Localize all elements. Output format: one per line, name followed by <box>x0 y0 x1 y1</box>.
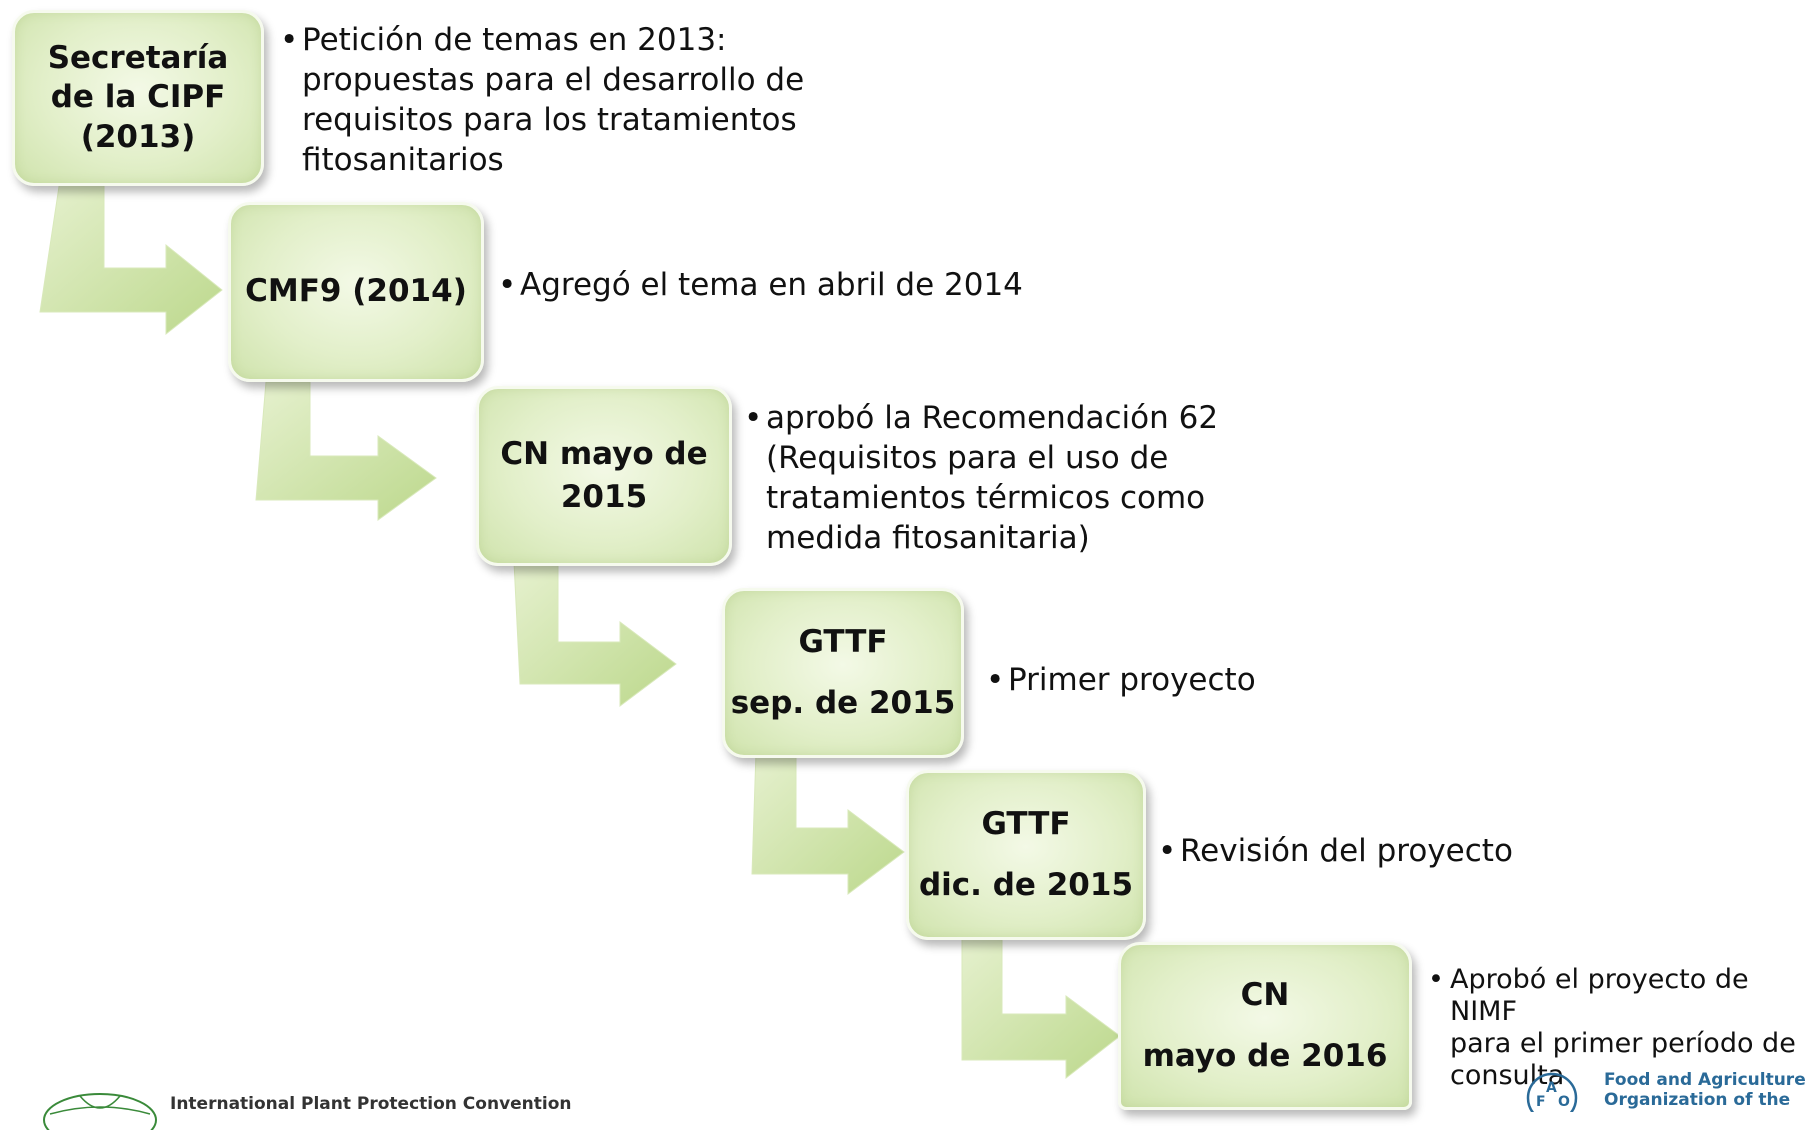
step-note-2: • Agregó el tema en abril de 2014 <box>498 265 1023 305</box>
step-box-2-line-1: CMF9 (2014) <box>245 273 467 310</box>
step-note-3-line-1: aprobó la Recomendación 62 <box>766 400 1219 436</box>
step-box-2: CMF9 (2014) <box>228 202 484 382</box>
step-box-6: CN mayo de 2016 <box>1118 942 1412 1110</box>
step-note-3-line-3: tratamientos térmicos como <box>766 480 1206 516</box>
step-box-3: CN mayo de 2015 <box>476 386 732 566</box>
step-note-6-line-1: Aprobó el proyecto de NIMF <box>1450 964 1749 1027</box>
step-note-2-line-1: Agregó el tema en abril de 2014 <box>520 267 1023 303</box>
step-box-1-line-1: Secretaría <box>47 39 229 76</box>
arrow-4 <box>751 751 905 895</box>
step-box-4-line-1: GTTF <box>798 623 888 660</box>
fao-name: Food and Agriculture Organization of the <box>1604 1070 1806 1110</box>
step-note-4-line-1: Primer proyecto <box>1008 662 1256 698</box>
step-note-4: • Primer proyecto <box>986 660 1256 700</box>
fao-letter-o: O <box>1558 1094 1570 1110</box>
step-note-5: • Revisión del proyecto <box>1158 831 1513 871</box>
step-note-1-line-1: Petición de temas en 2013: <box>302 22 727 58</box>
step-note-5-line-1: Revisión del proyecto <box>1180 833 1513 869</box>
step-note-3: • aprobó la Recomendación 62 (Requisitos… <box>744 398 1219 558</box>
fao-letter-a: A <box>1546 1080 1557 1096</box>
step-note-6: • Aprobó el proyecto de NIMF para el pri… <box>1428 964 1818 1092</box>
step-note-1-line-3: requisitos para los tratamientos <box>302 102 797 138</box>
step-box-4-line-2: sep. de 2015 <box>730 685 956 721</box>
step-box-6-line-2: mayo de 2016 <box>1142 1038 1388 1074</box>
step-note-1-line-2: propuestas para el desarrollo de <box>302 62 805 98</box>
step-note-6-line-2: para el primer período de <box>1450 1028 1796 1059</box>
bullet-icon: • <box>986 662 1005 698</box>
step-note-1: • Petición de temas en 2013: propuestas … <box>280 20 805 180</box>
ippc-globe-icon <box>43 1093 157 1130</box>
fao-letter-f: F <box>1536 1094 1546 1110</box>
step-box-5-line-2: dic. de 2015 <box>918 867 1134 903</box>
bullet-icon: • <box>1428 964 1444 995</box>
step-box-1: Secretaría de la CIPF (2013) <box>12 10 264 186</box>
step-box-4: GTTF sep. de 2015 <box>722 588 964 758</box>
arrow-1 <box>39 179 223 336</box>
fao-name-line-2: Organization of the <box>1604 1090 1791 1110</box>
step-box-6-line-1: CN <box>1240 976 1290 1013</box>
step-box-3-line-1: CN mayo de <box>500 435 708 472</box>
step-box-3-line-2: 2015 <box>560 479 648 515</box>
step-box-5-line-1: GTTF <box>981 805 1071 842</box>
step-note-3-line-4: medida fitosanitaria) <box>766 520 1090 556</box>
step-note-3-line-2: (Requisitos para el uso de <box>766 440 1169 476</box>
bullet-icon: • <box>744 400 763 436</box>
bullet-icon: • <box>1158 833 1177 869</box>
step-box-1-line-3: (2013) <box>80 118 196 155</box>
fao-logo: F A O Food and Agriculture Organization … <box>1520 1068 1818 1112</box>
bullet-icon: • <box>280 22 299 58</box>
arrow-2 <box>255 381 437 521</box>
bullet-icon: • <box>498 267 517 303</box>
step-note-1-line-4: fitosanitarios <box>302 142 504 178</box>
fao-emblem-icon: F A O <box>1526 1072 1578 1112</box>
ippc-name: International Plant Protection Conventio… <box>170 1094 572 1114</box>
step-box-1-line-2: de la CIPF <box>50 79 226 116</box>
step-box-5: GTTF dic. de 2015 <box>906 770 1146 940</box>
arrow-5 <box>961 933 1121 1080</box>
arrow-3 <box>513 561 677 707</box>
fao-name-line-1: Food and Agriculture <box>1604 1070 1806 1090</box>
ippc-logo: International Plant Protection Conventio… <box>40 1090 572 1130</box>
